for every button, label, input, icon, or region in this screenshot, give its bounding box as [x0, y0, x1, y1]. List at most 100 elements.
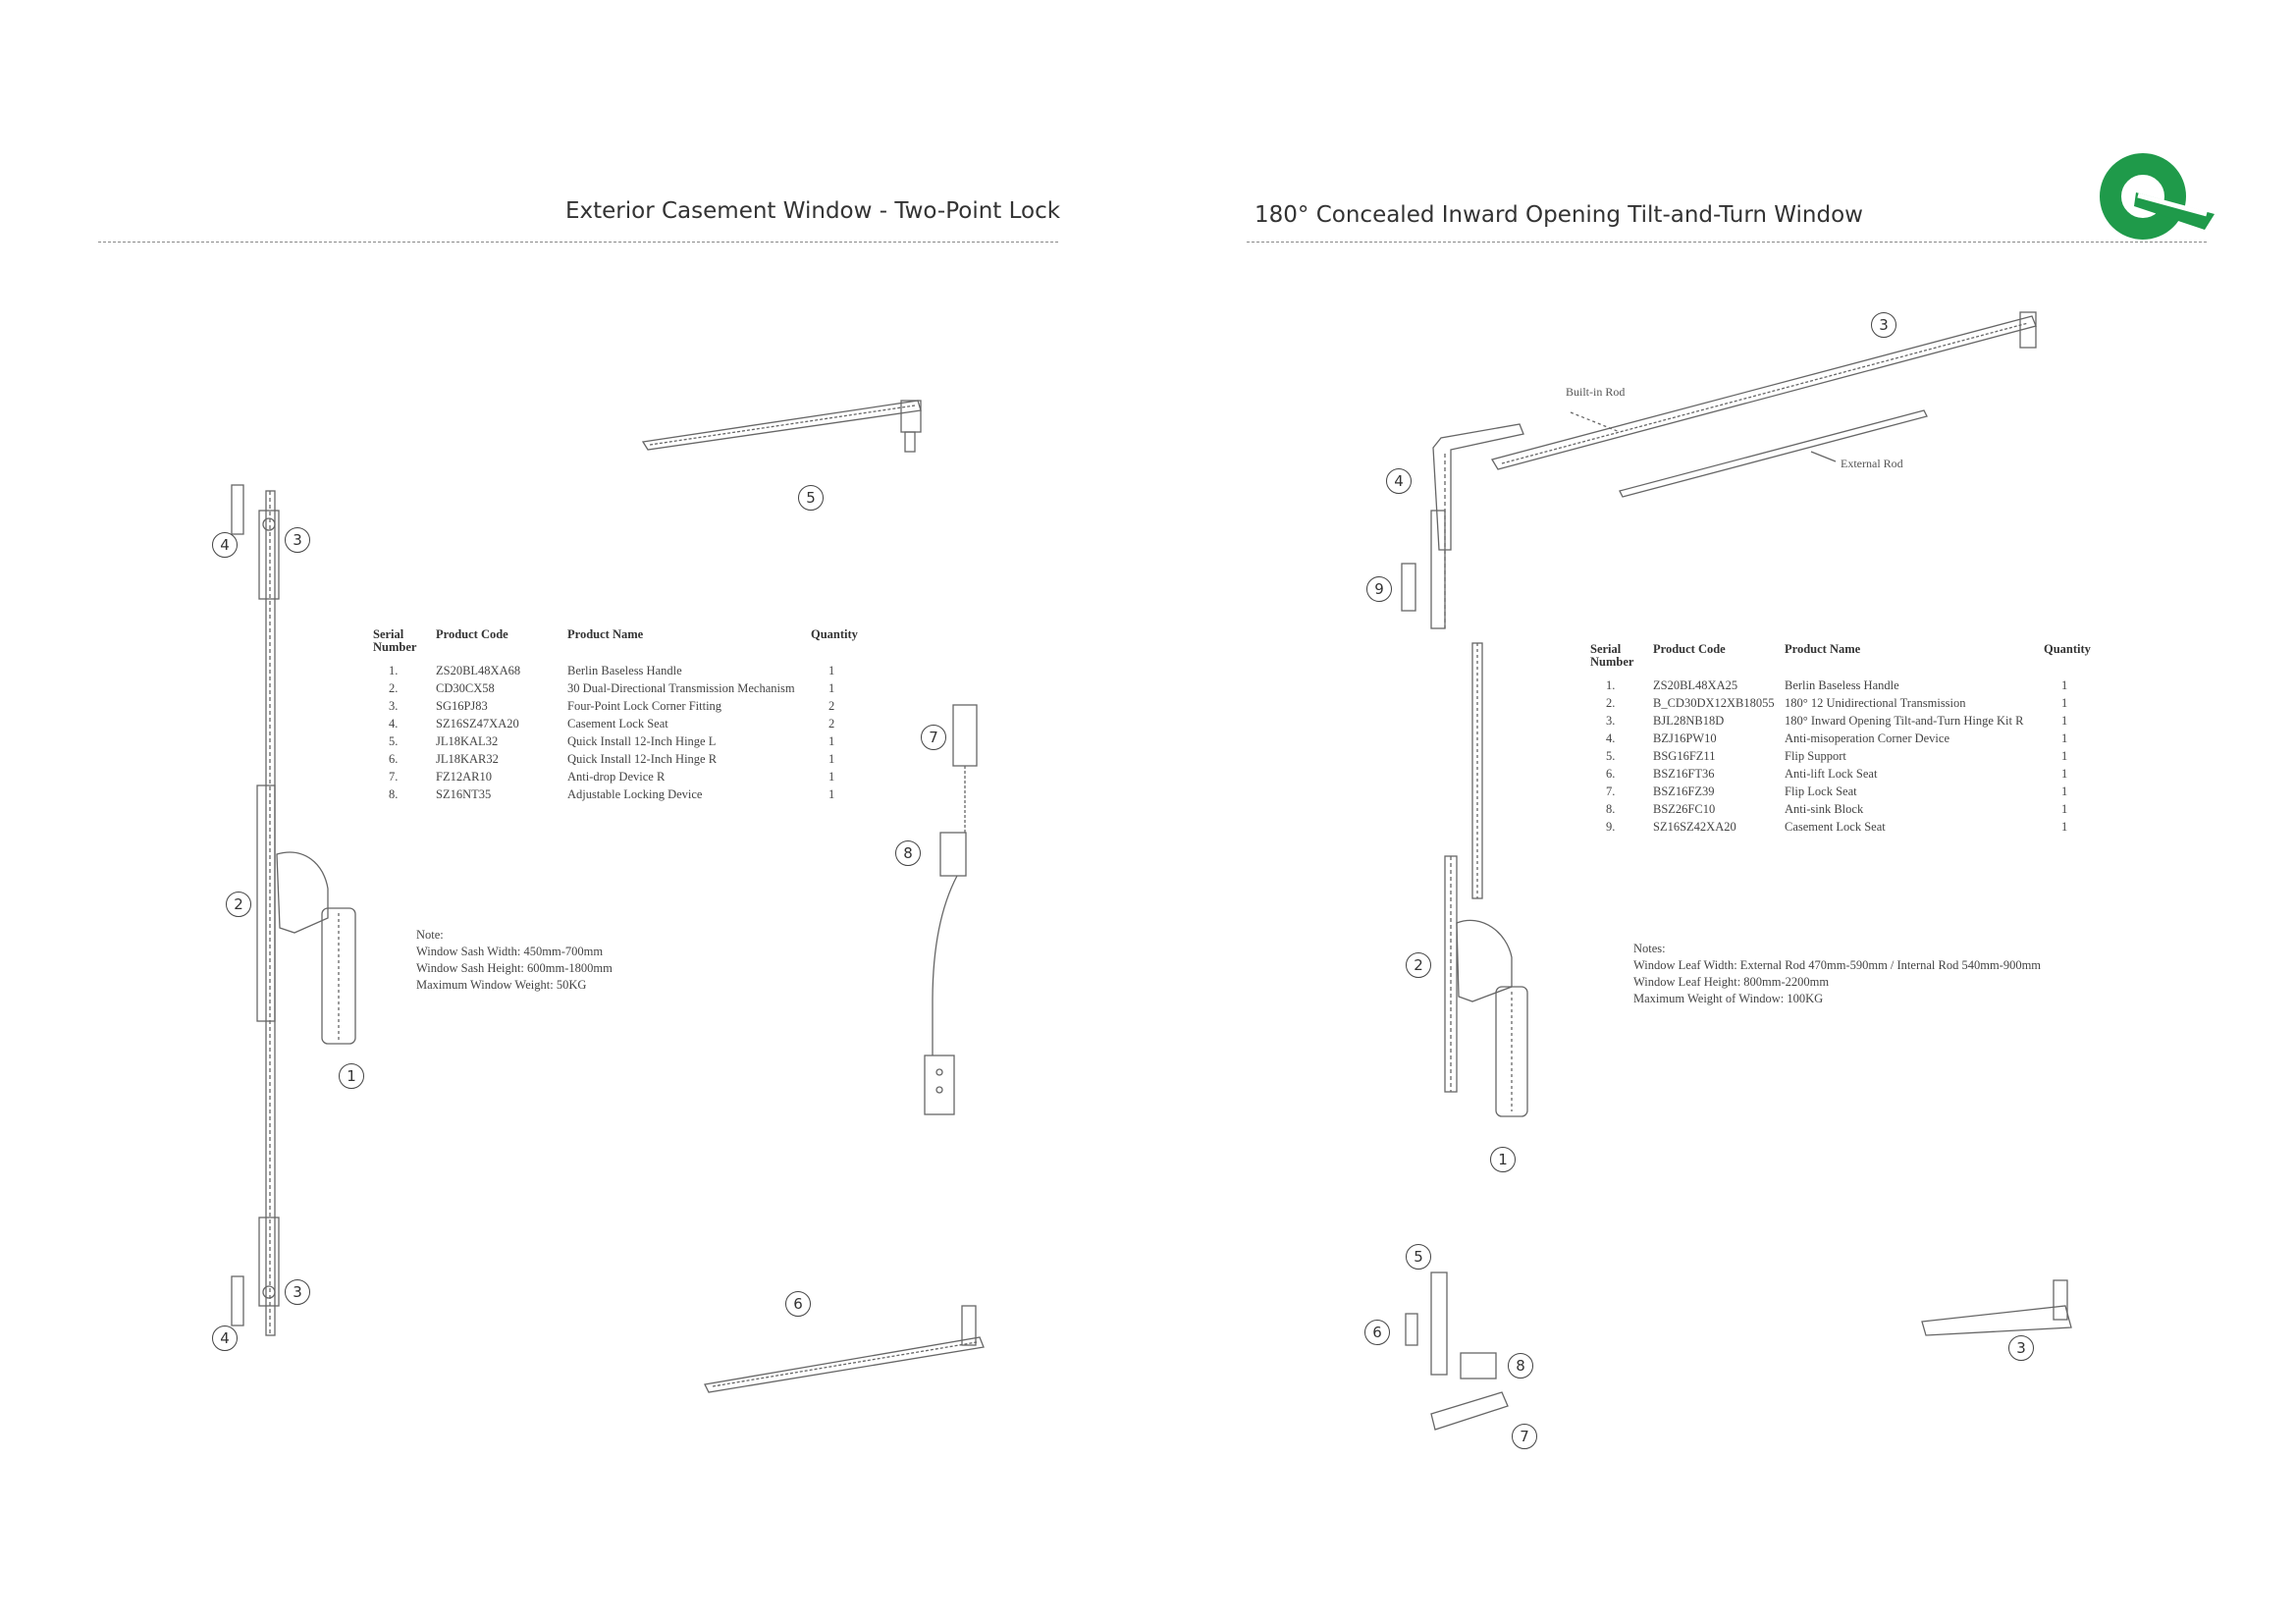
- part-number-label: 5: [798, 485, 824, 511]
- right-parts-table: Serial Number Product Code Product Name …: [1590, 643, 2101, 836]
- part-number-label: 6: [785, 1291, 811, 1317]
- name-header: Product Name: [1785, 642, 1861, 656]
- name-cell: Anti-drop Device R: [567, 770, 666, 784]
- part-number-label: 4: [212, 532, 238, 558]
- qty-cell: 2: [828, 717, 835, 730]
- note-line: Maximum Weight of Window: 100KG: [1633, 992, 1824, 1005]
- code-cell: BSZ26FC10: [1653, 802, 1716, 816]
- code-cell: JL18KAL32: [436, 734, 499, 748]
- qty-cell: 1: [828, 752, 835, 766]
- serial-cell: 7.: [1606, 784, 1616, 798]
- serial-cell: 9.: [1606, 820, 1616, 834]
- note-line: Window Leaf Height: 800mm-2200mm: [1633, 975, 1830, 989]
- qty-cell: 2: [828, 699, 835, 713]
- left-title-rule: [98, 242, 1058, 243]
- right-notes: Notes: Window Leaf Width: External Rod 4…: [1633, 941, 2041, 1007]
- external-rod-callout: External Rod: [1841, 457, 1903, 470]
- serial-cell: 5.: [1606, 749, 1616, 763]
- qty-cell: 1: [828, 787, 835, 801]
- name-cell: Anti-lift Lock Seat: [1785, 767, 1878, 781]
- code-cell: CD30CX58: [436, 681, 495, 695]
- code-cell: BSZ16FZ39: [1653, 784, 1715, 798]
- built-in-rod-callout: Built-in Rod: [1566, 385, 1626, 399]
- code-cell: BSG16FZ11: [1653, 749, 1716, 763]
- code-cell: ZS20BL48XA68: [436, 664, 521, 677]
- qty-cell: 1: [2061, 731, 2068, 745]
- qty-cell: 1: [2061, 802, 2068, 816]
- code-header: Product Code: [436, 627, 508, 641]
- qty-cell: 1: [828, 734, 835, 748]
- code-cell: B_CD30DX12XB18055: [1653, 696, 1775, 710]
- serial-cell: 3.: [1606, 714, 1616, 728]
- note-heading: Notes:: [1633, 942, 1666, 955]
- name-cell: Casement Lock Seat: [1785, 820, 1886, 834]
- serial-cell: 8.: [1606, 802, 1616, 816]
- serial-header: Serial Number: [1590, 642, 1634, 669]
- qty-cell: 1: [2061, 714, 2068, 728]
- code-cell: ZS20BL48XA25: [1653, 678, 1738, 692]
- name-cell: Adjustable Locking Device: [567, 787, 703, 801]
- part-number-label: 5: [1406, 1244, 1431, 1270]
- qty-cell: 1: [2061, 749, 2068, 763]
- part-number-label: 8: [895, 840, 921, 866]
- serial-cell: 6.: [1606, 767, 1616, 781]
- left-notes: Note: Window Sash Width: 450mm-700mm Win…: [416, 927, 613, 994]
- table-header: Serial Number Product Code Product Name …: [373, 628, 883, 662]
- name-cell: Quick Install 12-Inch Hinge L: [567, 734, 717, 748]
- qty-cell: 1: [828, 664, 835, 677]
- serial-cell: 2.: [1606, 696, 1616, 710]
- code-cell: SZ16NT35: [436, 787, 492, 801]
- name-cell: 180° 12 Unidirectional Transmission: [1785, 696, 1966, 710]
- name-cell: Flip Lock Seat: [1785, 784, 1857, 798]
- name-cell: Quick Install 12-Inch Hinge R: [567, 752, 718, 766]
- qty-header: Quantity: [811, 627, 858, 641]
- code-cell: JL18KAR32: [436, 752, 499, 766]
- part-number-label: 3: [285, 1279, 310, 1305]
- serial-cell: 1.: [389, 664, 399, 677]
- note-heading: Note:: [416, 928, 444, 942]
- serial-cell: 1.: [1606, 678, 1616, 692]
- name-cell: Berlin Baseless Handle: [567, 664, 682, 677]
- code-cell: FZ12AR10: [436, 770, 492, 784]
- part-number-label: 3: [2008, 1335, 2034, 1361]
- table-row: 2. B_CD30DX12XB18055 180° 12 Unidirectiona…: [1590, 694, 2101, 712]
- part-number-label: 2: [226, 892, 251, 917]
- table-header: Serial Number Product Code Product Name …: [1590, 643, 2101, 676]
- name-header: Product Name: [567, 627, 644, 641]
- name-cell: Four-Point Lock Corner Fitting: [567, 699, 722, 713]
- qty-cell: 1: [2061, 767, 2068, 781]
- part-number-label: 6: [1364, 1320, 1390, 1345]
- table-row: 1. ZS20BL48XA68 Berlin Baseless Handle 1: [373, 662, 883, 679]
- name-cell: Flip Support: [1785, 749, 1846, 763]
- qty-cell: 1: [828, 770, 835, 784]
- name-cell: 30 Dual-Directional Transmission Mechani…: [567, 681, 795, 695]
- name-cell: Casement Lock Seat: [567, 717, 668, 730]
- serial-cell: 4.: [1606, 731, 1616, 745]
- serial-cell: 3.: [389, 699, 399, 713]
- qty-cell: 1: [828, 681, 835, 695]
- code-cell: SZ16SZ47XA20: [436, 717, 519, 730]
- code-cell: BZJ16PW10: [1653, 731, 1717, 745]
- part-number-label: 3: [1871, 312, 1896, 338]
- note-line: Window Sash Height: 600mm-1800mm: [416, 961, 613, 975]
- part-number-label: 3: [285, 527, 310, 553]
- part-number-label: 7: [1512, 1424, 1537, 1449]
- note-line: Window Leaf Width: External Rod 470mm-59…: [1633, 958, 2042, 972]
- left-page-title: Exterior Casement Window - Two-Point Loc…: [565, 198, 1061, 224]
- code-cell: BJL28NB18D: [1653, 714, 1725, 728]
- right-page-title: 180° Concealed Inward Opening Tilt-and-T…: [1255, 202, 1863, 228]
- code-header: Product Code: [1653, 642, 1726, 656]
- part-number-label: 7: [921, 725, 946, 750]
- part-number-label: 4: [1386, 468, 1412, 494]
